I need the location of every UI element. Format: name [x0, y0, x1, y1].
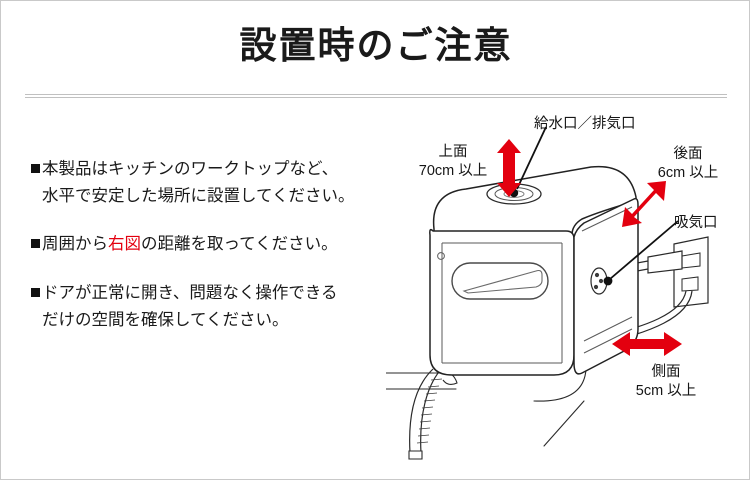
arrow-top-clearance [497, 139, 521, 197]
bullet-square-icon [31, 164, 40, 173]
list-item: 周囲から右図の距離を取ってください。 [31, 231, 391, 258]
label-air-intake: 吸気口 [674, 215, 718, 231]
note-text-pre: 周囲から [42, 235, 108, 254]
note-text-highlight: 右図 [108, 235, 141, 254]
divider-rule-top [25, 94, 727, 95]
label-top-clearance-value: 70cm 以上 [418, 162, 488, 179]
list-item: 本製品はキッチンのワークトップなど、 水平で安定した場所に設置してください。 [31, 156, 391, 209]
door-handle [451, 262, 549, 300]
dishwasher-illustration [386, 126, 709, 460]
leader-line-air-intake [609, 220, 679, 280]
indicator-light-icon [437, 252, 445, 260]
label-side-clearance: 側面 5cm 以上 [611, 363, 721, 400]
note-text-post: の距離を取ってください。 [141, 235, 338, 254]
bullet-square-icon [31, 288, 40, 298]
label-side-clearance-name: 側面 [651, 364, 681, 380]
list-item: ドアが正常に開き、問題なく操作できる だけの空間を確保してください。 [31, 280, 391, 333]
bullet-square-icon [31, 239, 40, 249]
note-line-1: 本製品はキッチンのワークトップなど、 [42, 160, 339, 178]
leader-line-supply-exhaust [516, 126, 547, 190]
countertop-surface-lines [386, 368, 587, 447]
note-line-2: だけの空間を確保してください。 [42, 310, 289, 329]
label-rear-clearance-name: 後面 [673, 146, 703, 162]
label-side-clearance-value: 5cm 以上 [635, 382, 697, 399]
precautions-list: 本製品はキッチンのワークトップなど、 水平で安定した場所に設置してください。 周… [31, 156, 391, 356]
page-title: 設置時のご注意 [239, 25, 513, 66]
label-rear-clearance-value: 6cm 以上 [657, 164, 719, 181]
label-supply-exhaust: 給水口／排気口 [534, 116, 636, 132]
arrow-rear-clearance [622, 181, 666, 227]
label-top-clearance-name: 上面 [438, 144, 468, 160]
header-divider [25, 94, 727, 98]
note-line-1: ドアが正常に開き、問題なく操作できる [42, 284, 338, 303]
drain-hose [408, 366, 458, 460]
body-detail-lines [441, 206, 633, 364]
note-line-2: 水平で安定した場所に設置してください。 [42, 186, 355, 205]
arrow-side-clearance [612, 332, 682, 356]
wall-outlet [553, 236, 709, 346]
label-top-clearance: 上面 70cm 以上 [400, 143, 506, 180]
divider-rule-bottom [25, 97, 727, 98]
installation-clearance-diagram [386, 101, 749, 471]
label-rear-clearance: 後面 6cm 以上 [638, 145, 738, 182]
